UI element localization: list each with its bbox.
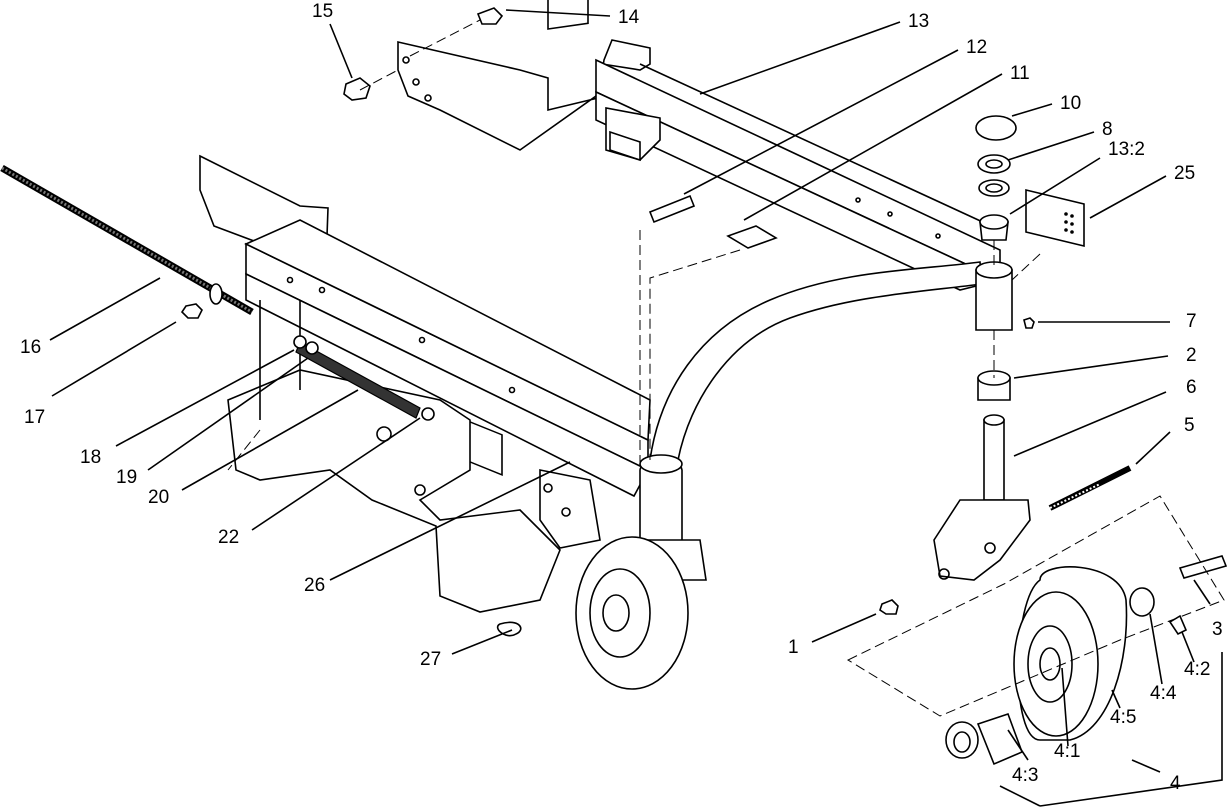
leader-lines [49, 9, 1223, 807]
callout-18: 18 [80, 447, 102, 468]
callout-13-2: 13:2 [1108, 139, 1145, 160]
callout-15: 15 [312, 1, 334, 22]
callout-12: 12 [966, 37, 988, 58]
callout-16: 16 [20, 337, 42, 358]
rear-frame-part-13 [397, 0, 1003, 291]
callout-4-5: 4:5 [1110, 707, 1137, 728]
callout-10: 10 [1060, 93, 1082, 114]
callout-4-1: 4:1 [1054, 741, 1081, 762]
callout-4-4: 4:4 [1150, 683, 1177, 704]
front-frame-assembly [199, 154, 983, 613]
exploded-caster-wheel [879, 414, 1228, 766]
callout-25: 25 [1174, 163, 1196, 184]
callout-19: 19 [116, 467, 138, 488]
callout-14: 14 [618, 7, 640, 28]
callout-6: 6 [1186, 377, 1197, 398]
callout-5: 5 [1184, 415, 1195, 436]
callout-4-3: 4:3 [1012, 765, 1039, 786]
small-hardware [343, 7, 778, 637]
callout-1: 1 [788, 637, 799, 658]
callout-26: 26 [304, 575, 326, 596]
callout-4: 4 [1170, 773, 1181, 794]
callout-13: 13 [908, 11, 930, 32]
callout-11: 11 [1010, 63, 1030, 84]
callout-8: 8 [1102, 119, 1113, 140]
callout-27: 27 [420, 649, 442, 670]
callout-4-2: 4:2 [1184, 659, 1211, 680]
callout-7: 7 [1186, 311, 1197, 332]
adjuster-rod-group [0, 164, 435, 421]
left-caster-wheel [575, 454, 707, 690]
callout-22: 22 [218, 527, 240, 548]
callout-2: 2 [1186, 345, 1197, 366]
callout-3: 3 [1212, 619, 1223, 640]
alignment-guides [227, 19, 1225, 717]
callout-17: 17 [24, 407, 46, 428]
callout-20: 20 [148, 487, 170, 508]
